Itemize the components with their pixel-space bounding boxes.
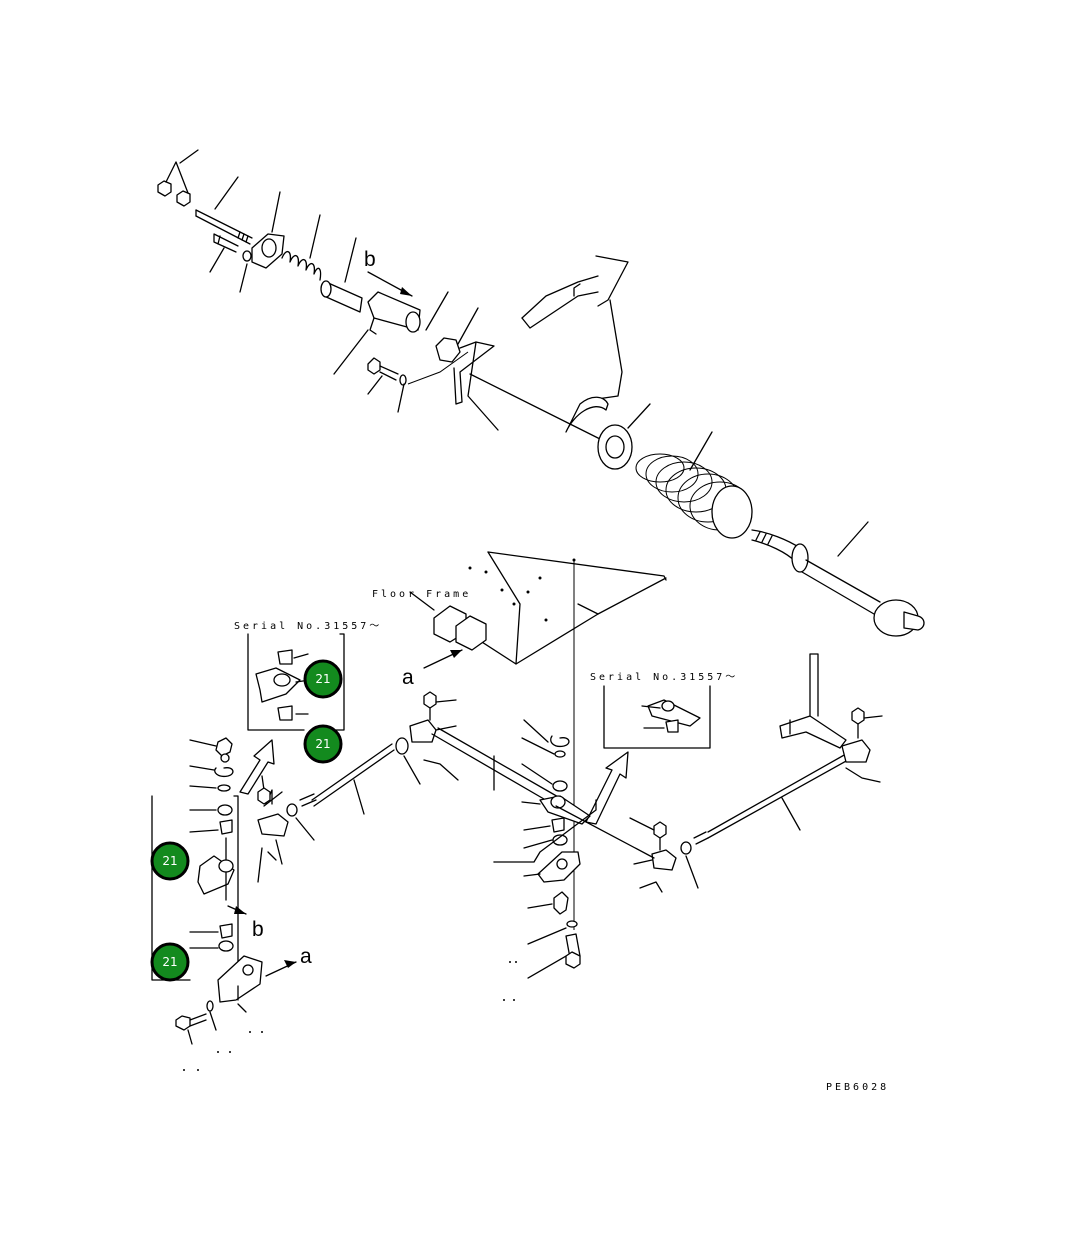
badge-number: 21: [315, 672, 330, 686]
floor-frame: [409, 551, 667, 669]
badge-circle: [303, 659, 343, 699]
left-rod: [257, 737, 421, 883]
serial-label-left: Serial No.31557～: [234, 621, 382, 632]
drawing-code: PEB6028: [826, 1082, 889, 1093]
left-linkage: [151, 737, 297, 1045]
upper-assembly: [157, 149, 925, 637]
badge-number: 21: [162, 854, 177, 868]
part-badge[interactable]: 21: [150, 942, 190, 982]
part-badge[interactable]: 21: [303, 659, 343, 699]
part-badge[interactable]: 21: [150, 841, 190, 881]
serial-label-right: Serial No.31557～: [590, 672, 738, 683]
part-badge[interactable]: 21: [303, 724, 343, 764]
badge-circle: [303, 724, 343, 764]
detail-letter-b-top: b: [364, 248, 376, 271]
serial-inset-left: [239, 633, 345, 795]
detail-letter-a-frame: a: [402, 666, 414, 689]
right-linkage: [555, 653, 883, 893]
floor-frame-label: Floor Frame: [372, 589, 471, 600]
badge-number: 21: [315, 737, 330, 751]
serial-inset-right: [585, 685, 711, 825]
detail-letter-b-lever: b: [252, 918, 264, 941]
badge-circle: [150, 841, 190, 881]
badge-circle: [150, 942, 190, 982]
badge-number: 21: [162, 955, 177, 969]
center-linkage: [183, 691, 597, 1071]
detail-letter-a-bracket: a: [300, 945, 312, 968]
